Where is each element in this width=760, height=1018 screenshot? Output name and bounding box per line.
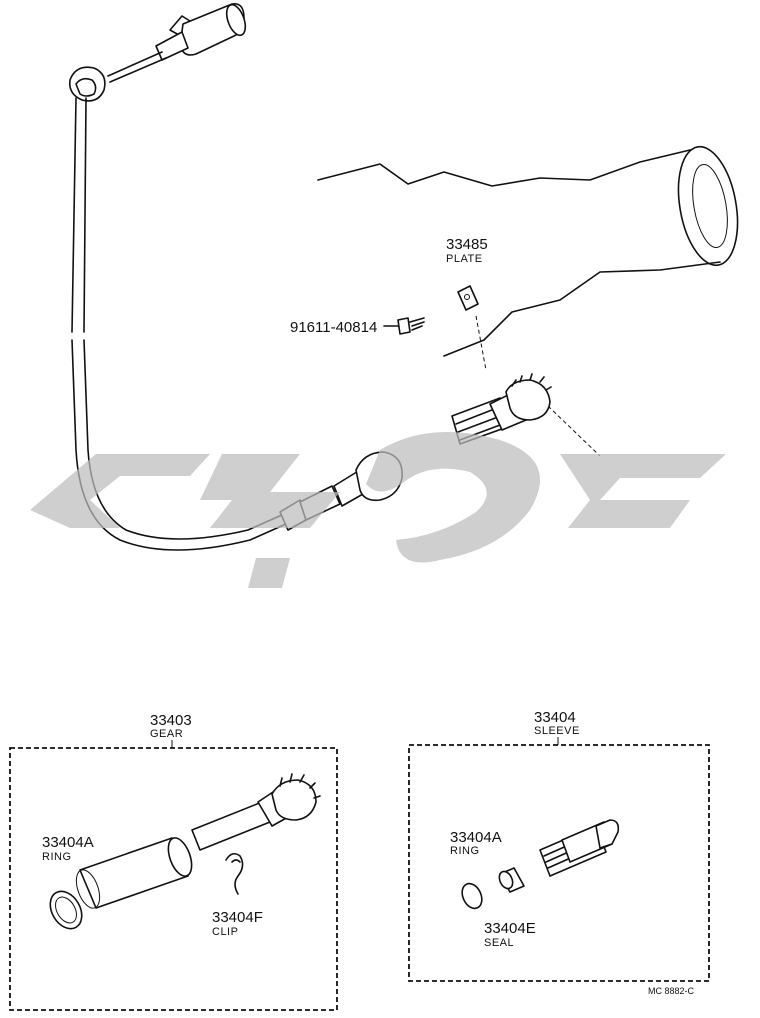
watermark-logo — [30, 432, 726, 588]
gear-kit-box: 33403 GEAR 33404A RING 33404F CLIP — [9, 712, 338, 1011]
clip-name: CLIP — [212, 926, 238, 938]
bolt-part: 91611-40814 — [290, 317, 425, 336]
sleeve-kit-box: 33404 SLEEVE 33404A RING 33404E SEAL — [408, 709, 710, 982]
sleeve-body — [539, 819, 620, 877]
gear-shaft — [191, 773, 321, 851]
gear-name: GEAR — [150, 728, 183, 740]
ring-right-name: RING — [450, 845, 480, 857]
plate-name: PLATE — [446, 253, 483, 265]
cable-grommet — [68, 66, 106, 102]
ring-right-number: 33404A — [450, 829, 502, 846]
clip-number: 33404F — [212, 909, 263, 926]
ring-left-name: RING — [42, 851, 72, 863]
sleeve-name: SLEEVE — [534, 725, 580, 737]
diagram-code: MC 8882-C — [648, 986, 695, 996]
gear-sleeve — [75, 837, 193, 909]
plate-part: 33485 PLATE — [446, 236, 488, 311]
bolt-number: 91611-40814 — [290, 319, 377, 336]
plate-number: 33485 — [446, 236, 488, 253]
ring-right-part: 33404A RING — [450, 829, 502, 910]
cable-top-connector — [107, 2, 247, 83]
seal-number: 33404E — [484, 920, 536, 937]
seal-name: SEAL — [484, 937, 514, 949]
seal-part: 33404E SEAL — [484, 867, 536, 949]
sleeve-number: 33404 — [534, 709, 576, 726]
driven-gear-assembly — [451, 315, 601, 457]
ring-left-number: 33404A — [42, 834, 94, 851]
transmission-housing — [317, 145, 739, 357]
clip-part: 33404F CLIP — [212, 852, 263, 938]
ring-left-part: 33404A RING — [42, 834, 94, 930]
gear-number: 33403 — [150, 712, 192, 729]
